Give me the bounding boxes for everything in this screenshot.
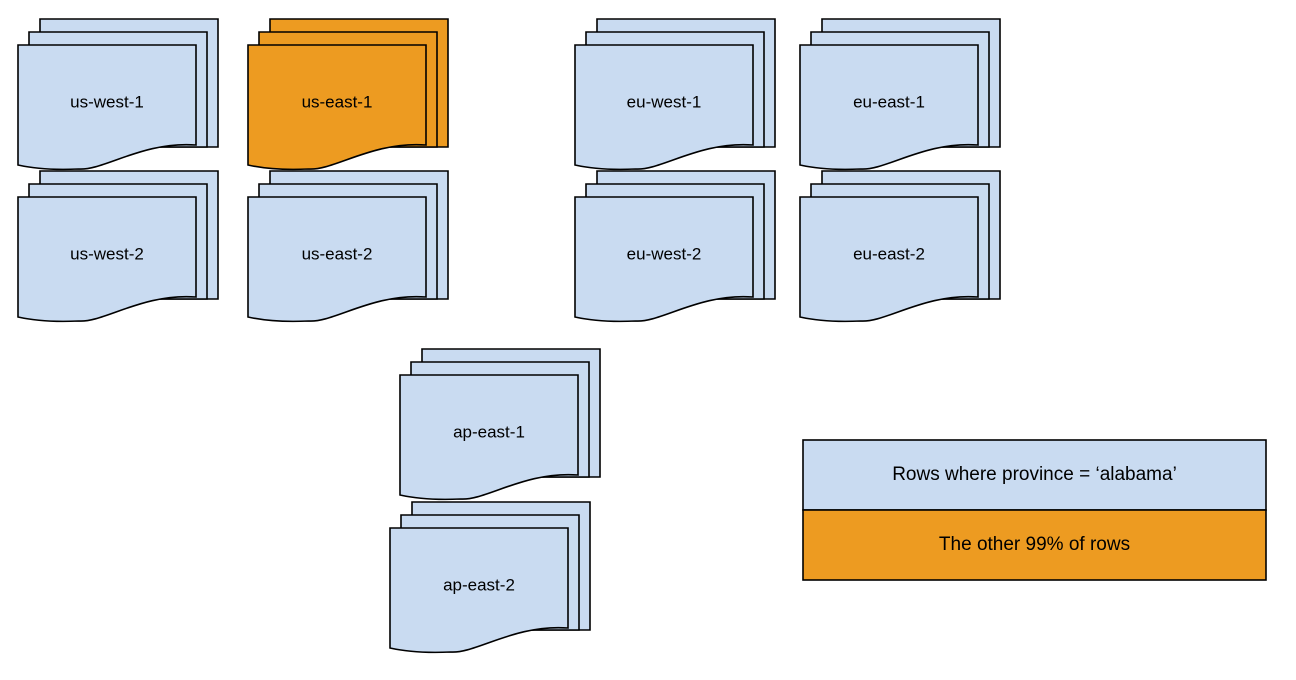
document-stack-us-west-1[interactable]: us-west-1 <box>17 18 219 171</box>
stack-label-eu-east-2: eu-east-2 <box>853 244 925 263</box>
stack-label-ap-east-1: ap-east-1 <box>453 422 525 441</box>
legend-label-1: The other 99% of rows <box>939 534 1130 555</box>
stack-label-eu-west-1: eu-west-1 <box>627 92 702 111</box>
stack-label-us-west-1: us-west-1 <box>70 92 144 111</box>
stack-front-sheet <box>17 196 197 323</box>
legend-swatch-1 <box>802 509 1267 581</box>
stack-front-sheet <box>799 196 979 323</box>
legend-label-0: Rows where province = ‘alabama’ <box>892 464 1177 485</box>
document-stack-eu-east-2[interactable]: eu-east-2 <box>799 170 1001 323</box>
stack-front-sheet <box>247 196 427 323</box>
stack-label-eu-west-2: eu-west-2 <box>627 244 702 263</box>
stack-label-us-west-2: us-west-2 <box>70 244 144 263</box>
document-stacks-group: us-west-1 us-east-1 eu-west-1 eu-east-1 us-w… <box>17 18 1001 654</box>
legend-row-other: The other 99% of rows <box>802 509 1267 581</box>
stack-label-us-east-2: us-east-2 <box>302 244 373 263</box>
stack-label-eu-east-1: eu-east-1 <box>853 92 925 111</box>
document-stack-eu-west-1[interactable]: eu-west-1 <box>574 18 776 171</box>
stack-front-sheet <box>17 44 197 171</box>
legend-group: Rows where province = ‘alabama’ The other… <box>802 439 1267 581</box>
document-stack-ap-east-2[interactable]: ap-east-2 <box>389 501 591 654</box>
stack-front-sheet <box>799 44 979 171</box>
document-stack-us-east-1[interactable]: us-east-1 <box>247 18 449 171</box>
stack-label-ap-east-2: ap-east-2 <box>443 575 515 594</box>
stack-front-sheet <box>574 44 754 171</box>
document-stack-us-east-2[interactable]: us-east-2 <box>247 170 449 323</box>
legend-row-alabama: Rows where province = ‘alabama’ <box>802 439 1267 511</box>
stack-label-us-east-1: us-east-1 <box>302 92 373 111</box>
stack-front-sheet <box>389 527 569 654</box>
document-stack-us-west-2[interactable]: us-west-2 <box>17 170 219 323</box>
document-stack-eu-east-1[interactable]: eu-east-1 <box>799 18 1001 171</box>
document-stack-eu-west-2[interactable]: eu-west-2 <box>574 170 776 323</box>
stack-front-sheet <box>247 44 427 171</box>
stack-front-sheet <box>574 196 754 323</box>
document-stack-ap-east-1[interactable]: ap-east-1 <box>399 348 601 501</box>
legend-swatch-0 <box>802 439 1267 511</box>
stack-front-sheet <box>399 374 579 501</box>
